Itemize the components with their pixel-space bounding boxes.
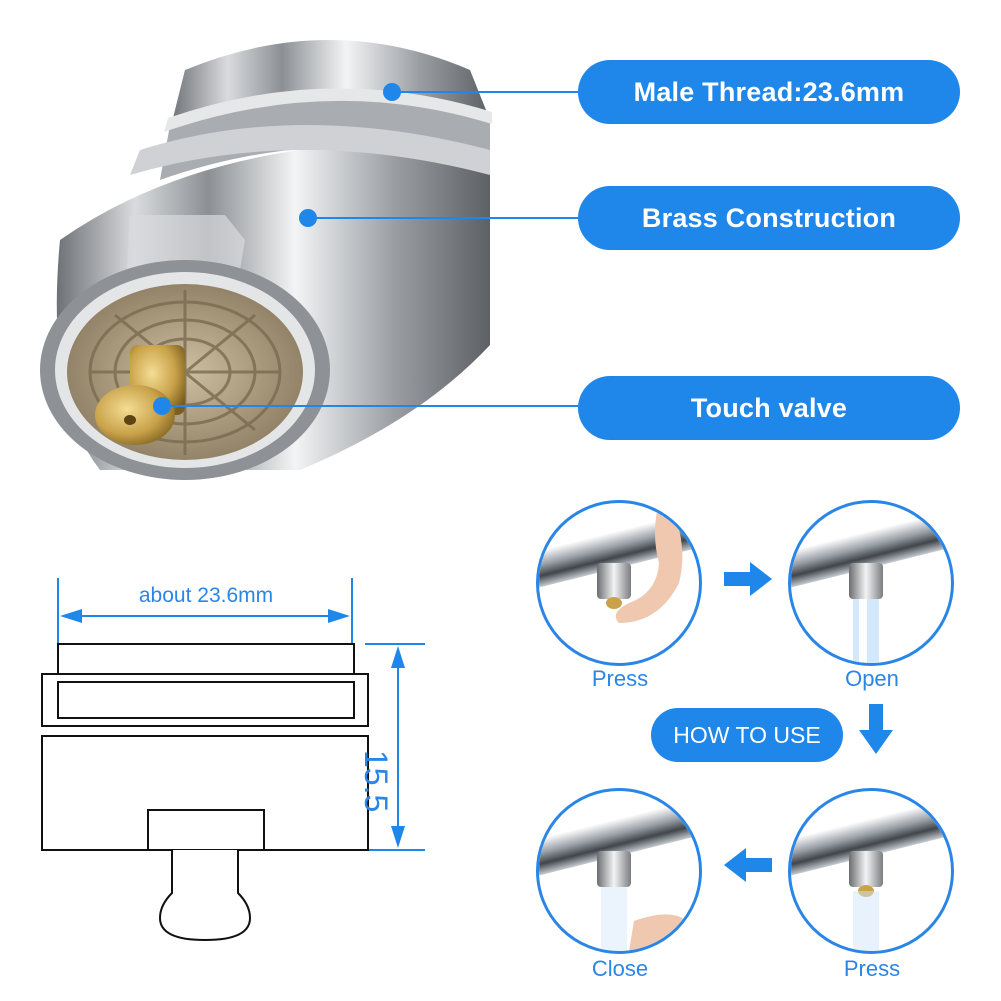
callout-dot-construction [299,209,317,227]
step-label-press-again: Press [843,956,901,981]
callout-dot-thread [383,83,401,101]
dimension-drawing [41,578,425,942]
step-label-press: Press [591,666,649,691]
aerator-product-image [40,40,492,480]
arrow-right-icon [724,562,772,596]
how-to-use-badge: HOW TO USE [651,708,843,762]
step-label-close: Close [591,956,649,981]
height-dimension-label: 15.5 [358,750,394,813]
width-dimension-label: about 23.6mm [138,584,274,607]
callout-touch-valve: Touch valve [578,376,960,440]
aerator-body [40,40,492,480]
callout-male-thread: Male Thread:23.6mm [578,60,960,124]
step-press-again-image [788,788,954,954]
leader-line-construction [308,217,578,219]
step-close-image [536,788,702,954]
step-label-open: Open [845,666,899,691]
brass-touch-valve [95,385,175,445]
leader-line-thread [392,91,578,93]
callout-dot-valve [153,397,171,415]
step-open-image [788,500,954,666]
arrow-down-icon [859,704,893,754]
arrow-left-icon [724,848,772,882]
step-press-image [536,500,702,666]
leader-line-valve [162,405,578,407]
callout-brass-construction: Brass Construction [578,186,960,250]
